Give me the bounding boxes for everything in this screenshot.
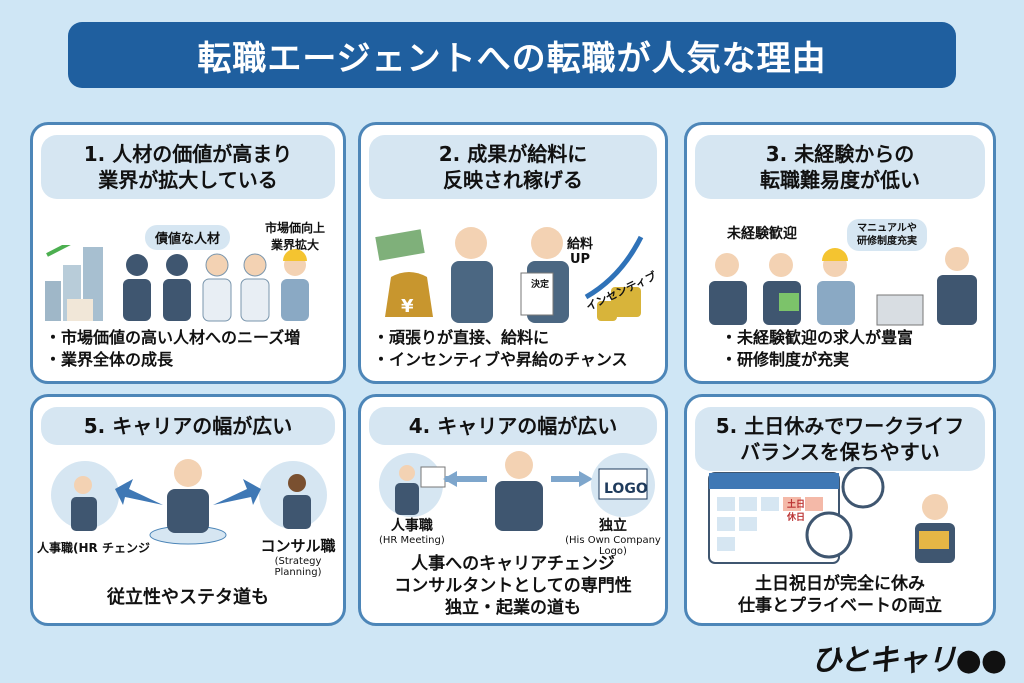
side-label: 市場価向上 業界拡大 — [265, 221, 326, 252]
line: 人事へのキャリアチェンジ — [411, 554, 615, 574]
card-work-life-balance: 5. 土日休みでワークライフ バランスを保ちやすい 土日 休日 土日祝日が完全に… — [684, 394, 996, 626]
hr-title: 人事職 — [390, 518, 433, 534]
hr-label: 人事職(HR チェンジ — [37, 541, 150, 555]
card-lines: 人事へのキャリアチェンジ コンサルタントとしての専門性 独立・起業の道も — [361, 553, 665, 619]
salary-up-label: 給料 UP — [567, 237, 594, 267]
card-bullets: ・未経験歓迎の求人が豊富 ・研修制度が充実 — [687, 327, 993, 371]
card-heading: 3. 未経験からの 転職難易度が低い — [695, 135, 985, 199]
card-career-range-a: 5. キャリアの幅が広い 人事職(HR チェンジ コンサル職(Strategy … — [30, 394, 346, 626]
card-heading: 5. キャリアの幅が広い — [41, 407, 335, 445]
welcome-label: 未経験歓迎 — [727, 226, 797, 242]
bullet: ・業界全体の成長 — [45, 350, 174, 369]
card-heading: 1. 人材の価値が高まり 業界が拡大している — [41, 135, 335, 199]
card-talent-value: 1. 人材の価値が高まり 業界が拡大している 債値な人材 市場価向上 業界拡大 … — [30, 122, 346, 384]
line: コンサルタントとしての専門性 — [394, 576, 632, 596]
card-bullets: ・市場価値の高い人材へのニーズ増 ・業界全体の成長 — [33, 327, 343, 371]
line: 土日祝日が完全に休み — [755, 574, 925, 594]
line: 独立・起業の道も — [445, 598, 581, 618]
calendar-clock-illustration — [708, 467, 955, 564]
independent-label: 独立(His Own Company Logo) — [561, 515, 665, 557]
brand-logo-text: ひとキャリ — [811, 643, 957, 678]
bullet: ・市場価値の高い人材へのニーズ増 — [45, 328, 301, 347]
holiday-label: 土日 休日 — [787, 500, 806, 523]
bullet: ・インセンティブや昇給のチャンス — [373, 350, 628, 369]
card-heading: 2. 成果が給料に 反映され稼げる — [369, 135, 657, 199]
card-bullets: ・頑張りが直接、給料に ・インセンティブや昇給のチャンス — [361, 327, 665, 371]
card-lines: 土日祝日が完全に休み 仕事とプライベートの両立 — [687, 573, 993, 617]
card-heading: 4. キャリアの幅が広い — [369, 407, 657, 445]
people-icon: ●● — [955, 643, 1007, 678]
bullet: ・頑張りが直接、給料に — [373, 328, 550, 347]
handshake-illustration: ¥ — [375, 227, 644, 323]
bullet: ・研修制度が充実 — [721, 350, 850, 369]
yen-icon: ¥ — [401, 296, 414, 317]
card-career-range-b: 4. キャリアの幅が広い LOGO 人事職(HR Meeting) 独立(His… — [358, 394, 668, 626]
independent-title: 独立 — [599, 518, 627, 534]
page-title: 転職エージェントへの転職が人気な理由 — [68, 22, 956, 88]
training-bubble: マニュアルや 研修制度充実 — [847, 219, 927, 251]
consulting-sub: (Strategy Planning) — [274, 556, 322, 578]
brand-logo: ひとキャリ●● — [811, 635, 1007, 679]
talent-tag: 債値な人材 — [145, 225, 231, 250]
career-paths-illustration — [51, 459, 327, 545]
workers-illustration — [709, 247, 977, 326]
card-salary: 2. 成果が給料に 反映され稼げる ¥ 給料 UP インセンティブ 決定 ・頑張… — [358, 122, 668, 384]
logo-text: LOGO — [604, 481, 648, 497]
bullet: ・未経験歓迎の求人が豊富 — [721, 328, 914, 347]
card-text: 従立性やステタ道も — [107, 587, 269, 608]
career-options-illustration: LOGO — [379, 451, 655, 531]
consulting-label: コンサル職(Strategy Planning) — [253, 535, 343, 578]
card-inexperienced: 3. 未経験からの 転職難易度が低い 未経験歓迎 マニュアルや 研修制度充実 ・… — [684, 122, 996, 384]
hr-label: 人事職(HR Meeting) — [379, 515, 445, 546]
card-heading: 5. 土日休みでワークライフ バランスを保ちやすい — [695, 407, 985, 471]
line: 仕事とプライベートの両立 — [738, 596, 942, 616]
hr-sub: (HR Meeting) — [379, 535, 445, 546]
independent-sub: (His Own Company Logo) — [565, 535, 661, 557]
decision-label: 決定 — [531, 280, 550, 290]
consulting-title: コンサル職 — [260, 537, 336, 555]
city-people-illustration — [45, 245, 309, 322]
